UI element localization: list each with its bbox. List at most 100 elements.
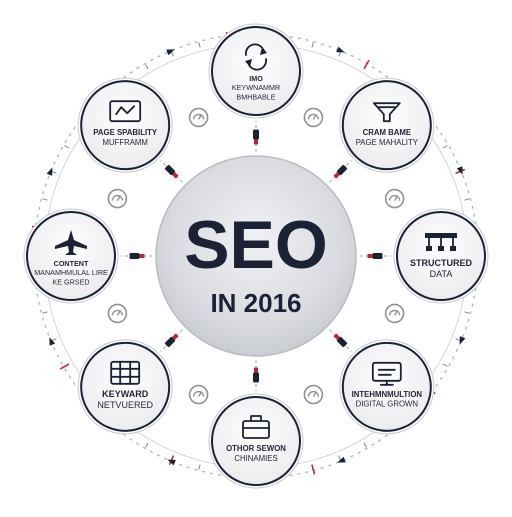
node-label-line: MUFFRAMM [102, 138, 147, 147]
spokes [121, 121, 391, 391]
connector-plug [165, 333, 179, 347]
network-icon [425, 233, 457, 251]
ring-tick [145, 442, 149, 448]
spoke-line [329, 329, 352, 352]
node-label-line: PAGE MAHALITY [356, 138, 419, 147]
node-circle [396, 211, 486, 301]
node-circle [80, 80, 171, 171]
node-label-line: PAGE SPABILITY [93, 128, 158, 137]
gray-gauge-icon [384, 188, 405, 209]
center-title: SEO [184, 207, 328, 283]
connector-plug [253, 129, 259, 145]
ring-tick [363, 442, 367, 448]
ring-tick [51, 338, 57, 342]
node-circle [80, 341, 171, 432]
gray-gauge-icon [303, 384, 324, 405]
center-node: SEO IN 2016 [155, 155, 357, 357]
node-circle [211, 396, 301, 486]
gray-gauge-icon [303, 107, 324, 128]
node-label-line: OTHOR SEWON [226, 444, 286, 453]
sync-arrows-icon [245, 43, 267, 71]
node-label-line: CONTENT [54, 259, 89, 268]
ring-arrow-icon [49, 337, 56, 346]
ring-arrow-icon [337, 456, 346, 463]
connector-plug [165, 165, 179, 179]
ring-tick [338, 455, 342, 461]
funnel-icon [372, 102, 401, 123]
ring-tick [198, 42, 201, 48]
ring-tick [464, 198, 470, 201]
node-label-line: CRAM BAME [363, 128, 412, 137]
node-circle [341, 80, 432, 171]
gray-gauge-icon [107, 188, 128, 209]
gray-gauge-icon [188, 107, 209, 128]
speed-gauge-icon [109, 100, 142, 123]
node-label-line: CHINAMIES [234, 454, 277, 463]
ring-tick [145, 64, 149, 70]
ring-tick [198, 464, 201, 470]
node-label-line: IMO [249, 74, 263, 83]
ring-tick [170, 51, 174, 57]
node-label-line: DATA [430, 269, 453, 279]
node-circle [26, 211, 116, 301]
connector-plug [129, 253, 145, 259]
monitor-icon [371, 361, 402, 386]
ring-tick [42, 311, 48, 314]
gray-gauge-icon [107, 303, 128, 324]
gray-gauge-icon [188, 384, 209, 405]
ring-arrow-icon [167, 459, 176, 466]
ring-tick [42, 198, 48, 201]
ring-arrow-icon [166, 49, 175, 56]
ring-accent-tick [363, 59, 370, 70]
ring-arrow-icon [456, 166, 463, 175]
gray-gauge-icon [384, 303, 405, 324]
node-label-line: MANAMHMULAL LIRE [34, 268, 108, 277]
node-label-line: KEYWNAMMR [232, 83, 280, 92]
gray-decor-icons [107, 107, 405, 405]
center-subtitle: IN 2016 [210, 288, 301, 318]
ring-tick [442, 145, 448, 149]
node-label-line: KE GRSED [52, 277, 89, 286]
ring-tick [442, 363, 448, 367]
airplane-icon [55, 230, 87, 255]
connector-plug [333, 333, 347, 347]
ring-arrow-icon [46, 167, 53, 176]
connector-plug [333, 165, 347, 179]
ring-tick [311, 42, 314, 48]
ring-accent-tick [59, 363, 70, 370]
node-label-line: NETVUERED [97, 400, 153, 410]
ring-arrow-icon [459, 336, 466, 345]
center-circle [155, 155, 357, 357]
ring-accent-tick [311, 464, 316, 475]
node-label-line: STRUCTURED [410, 258, 472, 268]
keyboard-icon [110, 360, 141, 385]
node-label-line: BMHBABLE [236, 92, 275, 101]
connector-plug [367, 253, 383, 259]
ring-arrow-icon [336, 46, 345, 53]
ring-tick [338, 51, 342, 57]
briefcase-icon [242, 415, 270, 439]
ring-tick [464, 311, 470, 314]
node-label-line: DIGITAL GROWN [356, 400, 418, 409]
spoke-line [329, 160, 352, 183]
ring-tick [455, 338, 461, 342]
node-circle [211, 26, 301, 116]
spoke-line [160, 160, 183, 183]
spoke-line [160, 329, 183, 352]
connector-plug [253, 367, 259, 383]
ring-tick [51, 170, 57, 174]
node-label-line: KEYWARD [102, 389, 149, 399]
node-circle [341, 341, 432, 432]
node-label-line: INTEHMNMULTION [352, 390, 423, 399]
